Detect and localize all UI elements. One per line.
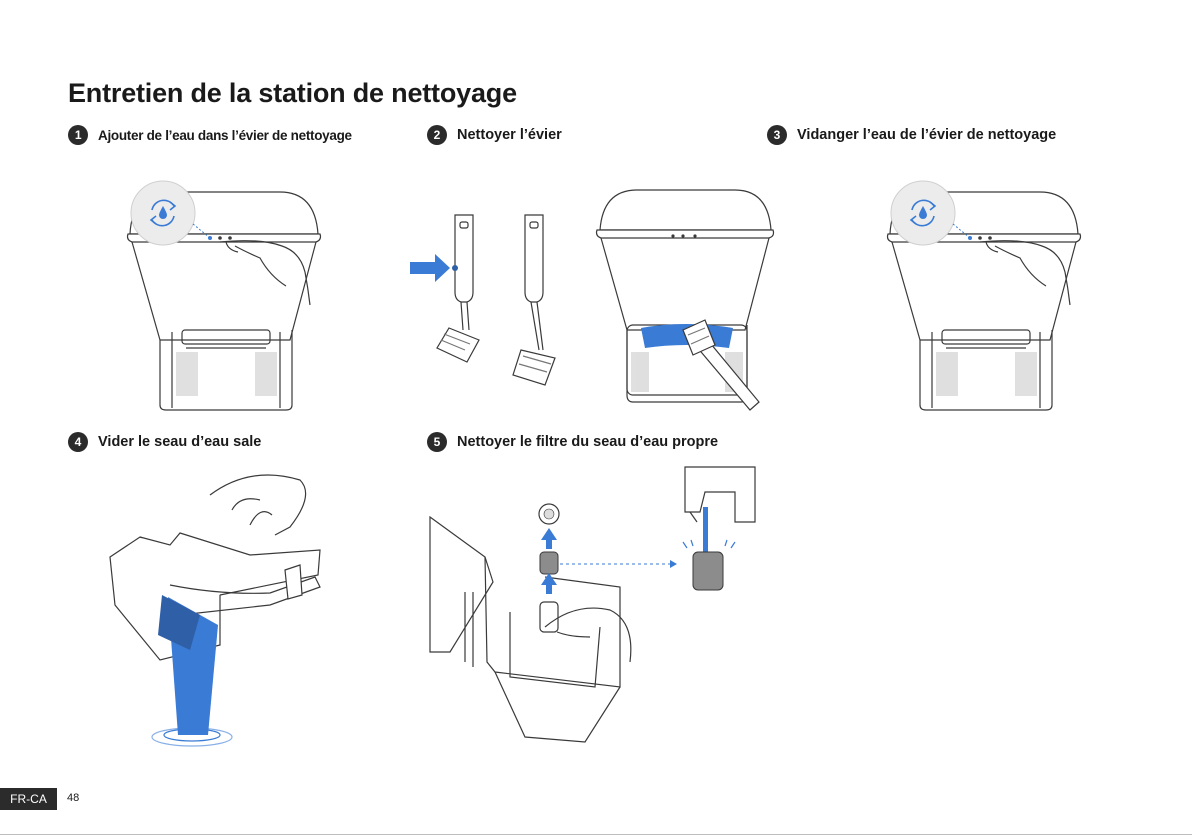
empty-dirty-bucket-illustration — [100, 465, 340, 750]
step-2-label: Nettoyer l’évier — [457, 127, 562, 143]
locale-badge: FR-CA — [0, 788, 57, 810]
step-5-header: 5 Nettoyer le filtre du seau d’eau propr… — [427, 432, 718, 452]
filter-under-tap — [693, 552, 723, 590]
station-add-water-illustration — [110, 180, 330, 420]
water-stream — [703, 507, 708, 552]
arrow-right-icon — [410, 254, 450, 282]
clean-filter-illustration — [425, 462, 770, 747]
filter-cylinder — [540, 552, 558, 574]
step-3-number: 3 — [767, 125, 787, 145]
step-4-number: 4 — [68, 432, 88, 452]
brush-tool-front — [437, 215, 479, 362]
step-4-header: 4 Vider le seau d’eau sale — [68, 432, 261, 452]
step-5-number: 5 — [427, 432, 447, 452]
station-drain-illustration — [870, 180, 1090, 420]
step-1-label: Ajouter de l’eau dans l’évier de nettoya… — [98, 128, 352, 143]
clean-water-tank — [430, 517, 620, 742]
page-title: Entretien de la station de nettoyage — [68, 78, 517, 109]
step-2-number: 2 — [427, 125, 447, 145]
step-5-label: Nettoyer le filtre du seau d’eau propre — [457, 434, 718, 450]
station-vents — [936, 352, 1037, 396]
tap-splash — [683, 540, 735, 548]
faucet-icon — [685, 467, 755, 522]
filter-disc-icon — [539, 504, 559, 524]
brush-tool-side — [513, 215, 555, 385]
arrow-up-icon — [541, 573, 557, 594]
step-1-number: 1 — [68, 125, 88, 145]
bottom-divider — [0, 834, 1192, 835]
hand-removing-filter — [540, 602, 631, 662]
step-3-label: Vidanger l’eau de l’évier de nettoyage — [797, 127, 1056, 143]
page-number: 48 — [67, 792, 79, 804]
step-2-header: 2 Nettoyer l’évier — [427, 125, 562, 145]
left-vent — [176, 352, 198, 396]
step-3-header: 3 Vidanger l’eau de l’évier de nettoyage — [767, 125, 1056, 145]
dashed-arrow-head — [670, 560, 677, 568]
clean-sink-illustration — [405, 180, 780, 428]
step-4-label: Vider le seau d’eau sale — [98, 434, 261, 450]
arrow-up-icon — [541, 528, 557, 549]
step-1-header: 1 Ajouter de l’eau dans l’évier de netto… — [68, 125, 352, 145]
station-body — [597, 190, 774, 402]
right-vent — [255, 352, 277, 396]
